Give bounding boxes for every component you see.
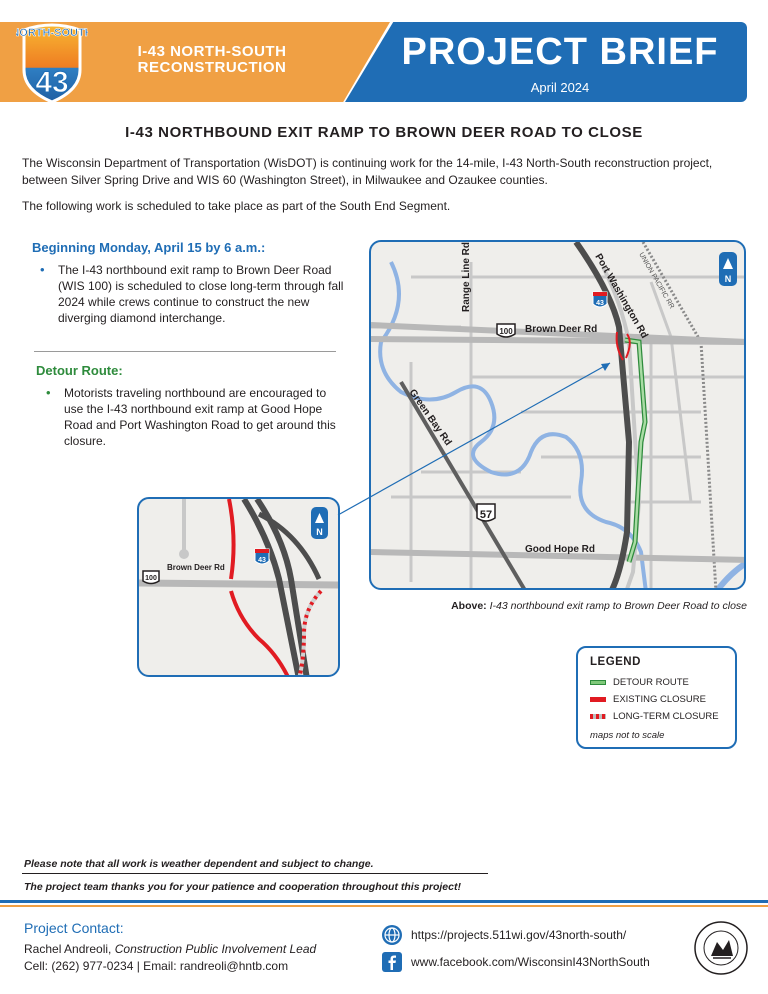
website-link-row[interactable]: https://projects.511wi.gov/43north-south… (381, 924, 626, 946)
inset-shield-100-icon: 100 (142, 570, 160, 585)
svg-text:100: 100 (145, 575, 157, 582)
legend-title: LEGEND (590, 656, 641, 668)
bullet-dot-icon: • (46, 385, 51, 400)
detour-bullet: • Motorists traveling northbound are enc… (46, 385, 344, 449)
map-legend: LEGEND DETOUR ROUTE EXISTING CLOSURE LON… (576, 646, 737, 749)
contact-name: Rachel Andreoli, (24, 942, 112, 956)
legend-label-detour: DETOUR ROUTE (613, 677, 689, 688)
header-blue-band (345, 22, 747, 102)
label-good-hope-rd: Good Hope Rd (525, 544, 595, 555)
legend-item-existing-closure: EXISTING CLOSURE (590, 691, 723, 708)
project-name: I-43 NORTH-SOUTH RECONSTRUCTION (112, 44, 312, 76)
label-range-line-rd: Range Line Rd (461, 242, 472, 312)
inset-label-brown-deer-rd: Brown Deer Rd (167, 563, 225, 572)
north-south-43-logo: NORTH-SOUTH 43 (16, 23, 88, 104)
bullet-dot-icon: • (40, 262, 45, 277)
schedule-heading: Beginning Monday, April 15 by 6 a.m.: (32, 240, 266, 255)
inset-map: 43 100 Brown Deer Rd N (137, 497, 340, 677)
facebook-link[interactable]: www.facebook.com/WisconsinI43NorthSouth (411, 955, 650, 969)
svg-text:N: N (316, 527, 323, 537)
wisdot-seal-logo (694, 921, 748, 975)
label-union-pacific-rr: UNION PACIFIC RR (637, 252, 675, 311)
detour-bullet-text: Motorists traveling northbound are encou… (64, 386, 336, 448)
inset-shield-43-icon: 43 (254, 548, 270, 565)
legend-item-long-term-closure: LONG-TERM CLOSURE (590, 708, 723, 725)
main-map-svg: 43 100 57 Range Line Rd Port Washington … (371, 242, 744, 588)
logo-text-top: NORTH-SOUTH (16, 27, 88, 39)
legend-item-detour: DETOUR ROUTE (590, 674, 723, 691)
footer-rule-blue (0, 900, 768, 903)
section-divider (34, 351, 336, 352)
svg-text:100: 100 (499, 327, 513, 336)
existing-closure-swatch-icon (590, 697, 606, 702)
segment-paragraph: The following work is scheduled to take … (22, 199, 451, 213)
page-title: PROJECT BRIEF (401, 31, 719, 73)
notes-divider (22, 873, 488, 874)
shield-57-icon: 57 (476, 503, 496, 522)
legend-label-existing: EXISTING CLOSURE (613, 694, 706, 705)
schedule-bullet-text: The I-43 northbound exit ramp to Brown D… (58, 263, 344, 325)
caption-text: I-43 northbound exit ramp to Brown Deer … (489, 600, 747, 612)
headline: I-43 NORTHBOUND EXIT RAMP TO BROWN DEER … (125, 124, 643, 141)
facebook-icon (382, 952, 402, 972)
contact-name-line: Rachel Andreoli, Construction Public Inv… (24, 942, 316, 956)
shield-43-icon: 43 (592, 291, 608, 308)
main-map: 43 100 57 Range Line Rd Port Washington … (369, 240, 746, 590)
svg-text:43: 43 (258, 557, 266, 564)
long-term-closure-swatch-icon (590, 714, 606, 719)
facebook-link-row[interactable]: www.facebook.com/WisconsinI43NorthSouth (381, 951, 650, 973)
footer-rule-orange (0, 905, 768, 907)
intro-paragraph: The Wisconsin Department of Transportati… (22, 156, 713, 187)
thanks-note: The project team thanks you for your pat… (24, 881, 461, 893)
logo-text-43: 43 (35, 66, 68, 99)
legend-label-long-term: LONG-TERM CLOSURE (613, 711, 719, 722)
website-link[interactable]: https://projects.511wi.gov/43north-south… (411, 928, 627, 942)
project-name-line1: I-43 NORTH-SOUTH (137, 43, 287, 60)
schedule-bullet: • The I-43 northbound exit ramp to Brown… (40, 262, 348, 326)
inset-north-arrow-icon: N (311, 507, 328, 539)
caption-bold: Above: (451, 600, 487, 612)
contact-phone-email[interactable]: Cell: (262) 977-0234 | Email: randreoli@… (24, 959, 289, 973)
globe-icon (382, 925, 402, 945)
detour-heading: Detour Route: (36, 363, 123, 378)
shield-100-icon: 100 (496, 323, 516, 338)
north-arrow-icon: N (719, 252, 737, 286)
contact-heading: Project Contact: (24, 920, 124, 936)
project-name-line2: RECONSTRUCTION (137, 59, 287, 76)
svg-text:N: N (725, 274, 732, 284)
svg-text:57: 57 (480, 509, 492, 521)
weather-note: Please note that all work is weather dep… (24, 858, 374, 870)
brief-date: April 2024 (530, 80, 590, 95)
svg-text:43: 43 (596, 300, 604, 307)
inset-map-svg: 43 100 Brown Deer Rd N (139, 499, 338, 675)
detour-swatch-icon (590, 680, 606, 685)
label-brown-deer-rd: Brown Deer Rd (525, 324, 597, 335)
legend-note: maps not to scale (590, 730, 665, 741)
contact-role: Construction Public Involvement Lead (114, 942, 317, 956)
map-caption: Above: I-43 northbound exit ramp to Brow… (412, 600, 747, 612)
